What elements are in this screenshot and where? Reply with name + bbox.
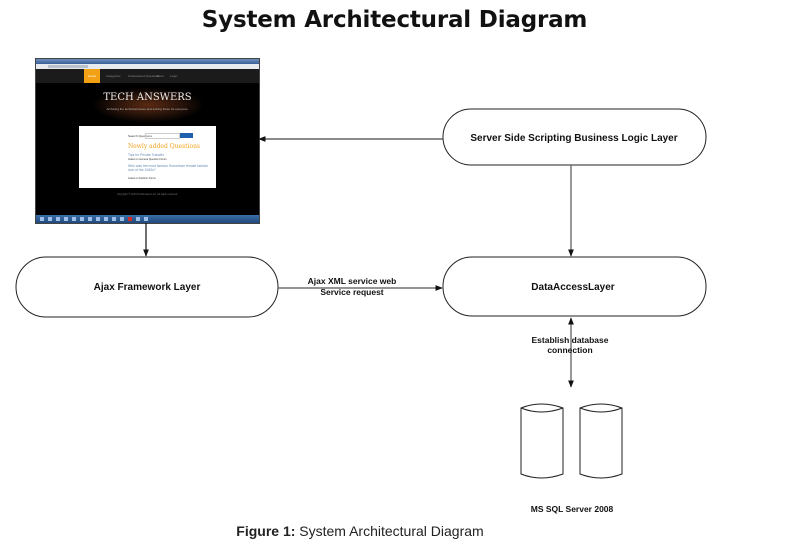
site-footer: Copyright © 2013 TechAnswers Inc. All ri… [117, 193, 178, 196]
client-ui-screenshot: Home Categories Unanswered Questions Abo… [35, 58, 260, 224]
node-ajax-framework: Ajax Framework Layer [15, 256, 279, 318]
node-data-access: DataAccessLayer [442, 256, 707, 317]
diagram-title: System Architectural Diagram [201, 7, 588, 33]
search-input [145, 133, 180, 139]
search-label: Search Questions [128, 134, 152, 138]
edge-ajax-label-line2: Service request [320, 287, 383, 297]
os-taskbar [36, 215, 259, 223]
database-label: MS SQL Server 2008 [531, 504, 614, 514]
browser-address-bar [36, 64, 259, 69]
node-server-logic: Server Side Scripting Business Logic Lay… [442, 108, 707, 166]
database-cylinder-1 [520, 403, 564, 479]
section-heading: Newly added Questions [128, 143, 201, 150]
nav-item-home: Home [84, 69, 101, 83]
question-title: Who was the most famous Hometown female … [128, 164, 209, 172]
nav-item-login: Login [170, 74, 178, 78]
figure-caption-prefix: Figure 1: [236, 523, 296, 539]
database-cylinder-2 [579, 403, 623, 479]
edge-db-label-line1: Establish database [531, 335, 608, 345]
node-server-logic-label: Server Side Scripting Business Logic Lay… [470, 133, 677, 144]
node-ajax-framework-label: Ajax Framework Layer [94, 282, 201, 293]
content-panel: Search Questions Newly added Questions T… [79, 126, 216, 188]
site-hero: TECH ANSWERS Archiving the technical iss… [36, 83, 259, 125]
question-meta: Asked on General Question Forum [128, 158, 167, 161]
figure-caption-text: System Architectural Diagram [295, 523, 484, 539]
nav-item-unanswered: Unanswered Questions [128, 74, 160, 78]
question-meta: Asked on Fashion Forum [128, 177, 156, 180]
browser-titlebar [36, 59, 259, 64]
site-tagline: Archiving the technical issues and solvi… [106, 107, 189, 111]
figure-caption: Figure 1: System Architectural Diagram [0, 523, 720, 539]
search-button [180, 133, 193, 138]
site-nav: Home Categories Unanswered Questions Abo… [36, 69, 259, 83]
edge-db-label-line2: connection [547, 345, 592, 355]
site-brand: TECH ANSWERS [103, 92, 192, 103]
question-title: Tips for Private Transfer [128, 153, 165, 157]
node-data-access-label: DataAccessLayer [531, 282, 614, 293]
nav-item-categories: Categories [106, 74, 121, 78]
nav-item-about: About [156, 74, 164, 78]
edge-ajax-label-line1: Ajax XML service web [308, 276, 397, 286]
